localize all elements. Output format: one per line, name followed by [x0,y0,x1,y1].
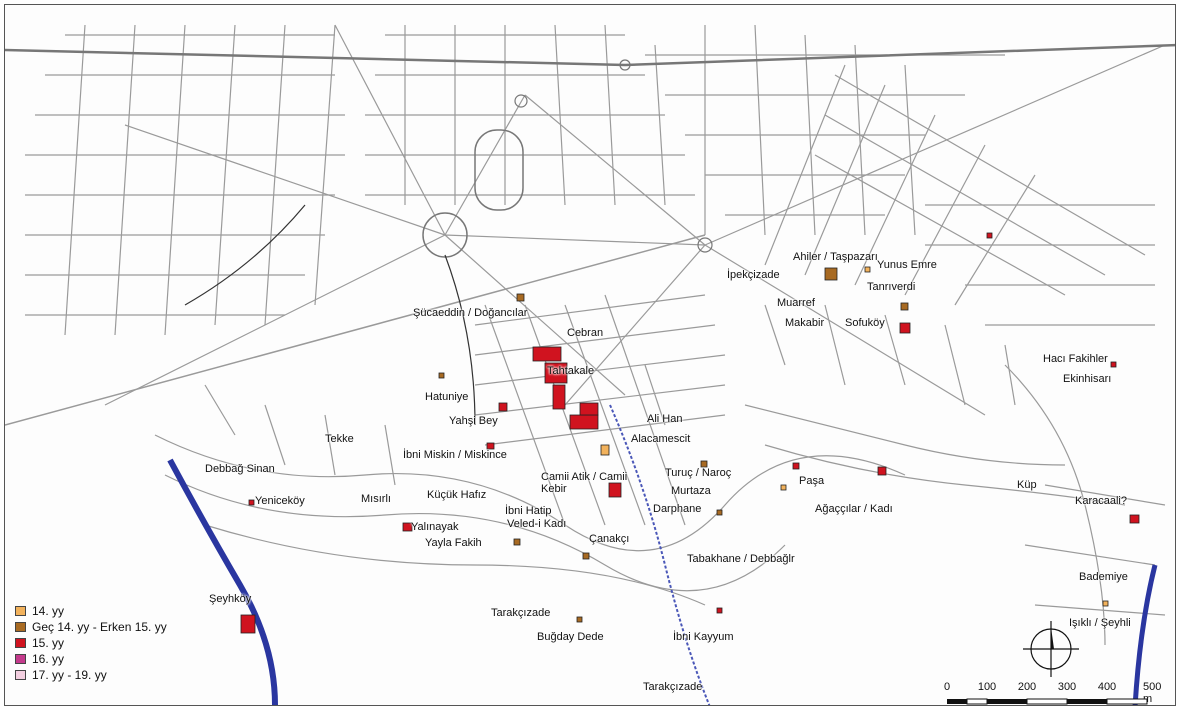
legend-swatch [15,606,26,616]
map-label: Hatuniye [425,391,469,403]
map-label: Çanakçı [589,533,630,545]
scale-bar: 0 100 200 300 400 500 m [941,681,1173,705]
map-label: Küçük Hafız [427,489,487,501]
map-label: Hacı Fakihler [1043,353,1108,365]
legend-item: 15. yy [15,635,167,651]
legend-label: 17. yy - 19. yy [32,668,107,682]
buildings-15th-century[interactable] [240,232,1140,634]
map-label: İbni Hatip [505,505,552,517]
scale-tick-label: 400 [1097,681,1117,693]
map-label: Makabir [785,317,825,329]
map-label: Darphane [653,503,702,515]
map-label: Karacaali? [1075,495,1127,507]
map-label: Tahtakale [547,365,595,377]
legend-item: 14. yy [15,603,167,619]
map-label: Veled-i Kadı [507,518,567,530]
map-label: Bademiye [1079,571,1128,583]
map-label: Sofuköy [845,317,885,329]
map-label: İbni Kayyum [673,631,734,643]
map-label: Yayla Fakih [425,537,482,549]
map-label: Camii Atik / Camii Kebir [541,471,628,495]
map-label: Ahiler / Taşpazarı [793,251,878,263]
map-label: Murtaza [671,485,711,497]
map-label: Tanrıverdi [867,281,916,293]
map-label: Yeniceköy [255,495,305,507]
map-label: Tekke [325,433,354,445]
buildings-14th-century[interactable] [438,266,1109,623]
legend-label: 14. yy [32,604,65,618]
map-label: Ekinhisarı [1063,373,1112,385]
legend-swatch [15,622,26,632]
street-network [5,24,1175,705]
scale-tick-label: 500 m [1143,681,1162,705]
map-frame[interactable]: Ahiler / Taşpazarı Yunus Emre İpekçizade… [4,4,1176,706]
legend-swatch [15,670,26,680]
map-label: İpekçizade [727,269,780,281]
stadium-track [474,129,524,211]
map-label: Ali Han [647,413,683,425]
map-label: Mısırlı [361,493,391,505]
map-label: Işıklı / Şeyhli [1069,617,1131,629]
river-east [1132,564,1158,705]
map-label: Paşa [799,475,825,487]
scale-bar-graphic [947,698,1148,705]
map-label: Muarref [777,297,815,309]
map-label: Şücaeddin / Doğancılar [413,307,528,319]
map-label: Yahşi Bey [449,415,498,427]
legend-swatch [15,638,26,648]
legend-item: 16. yy [15,651,167,667]
map-label: Tabakhane / Debbağlr [687,553,795,565]
stream [609,404,711,705]
map-label: Tarakçızade [491,607,551,619]
legend-label: 15. yy [32,636,65,650]
legend-swatch [15,654,26,664]
map-label: Ağaççılar / Kadı [815,503,893,515]
map-label: İbni Miskin / Miskince [403,449,507,461]
river [167,458,278,705]
map-label: Debbağ Sinan [205,463,275,475]
map-label: Turuç / Naroç [665,467,732,479]
roundabout [422,212,468,258]
map-label: Şeyhköy [209,593,252,605]
scale-tick-label: 200 [1017,681,1037,693]
legend-item: 17. yy - 19. yy [15,667,167,683]
scale-tick-label: 0 [943,681,951,693]
map-label: Yunus Emre [877,259,937,271]
map-label: Tarakçızade [643,681,703,693]
map-label: Cebran [567,327,604,339]
legend-item: Geç 14. yy - Erken 15. yy [15,619,167,635]
map-label: Yalınayak [411,521,459,533]
map-label: Alacamescit [631,433,691,445]
scale-tick-label: 100 [977,681,997,693]
map-label: Buğday Dede [537,631,604,643]
legend-label: 16. yy [32,652,65,666]
north-arrow-icon [1023,621,1079,677]
scale-tick-label: 300 [1057,681,1077,693]
legend: 14. yy Geç 14. yy - Erken 15. yy 15. yy … [15,603,167,683]
map-label: Küp [1017,479,1037,491]
legend-label: Geç 14. yy - Erken 15. yy [32,620,167,634]
street-grid [5,24,1175,646]
